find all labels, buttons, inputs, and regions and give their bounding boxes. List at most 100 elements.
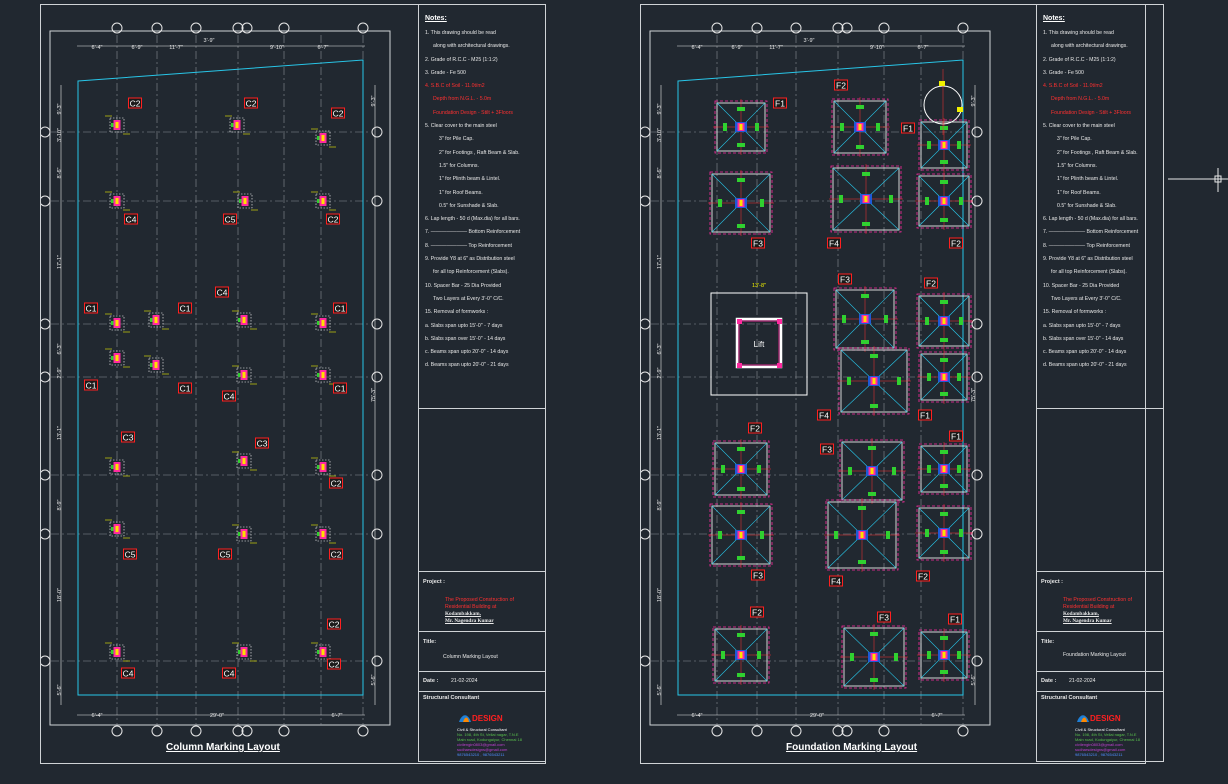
note-line: 10. Spacer Bar - 25 Dia Provided <box>1043 282 1120 289</box>
mark-label-box <box>751 569 765 581</box>
note-line: 5. Clear cover to the main steel <box>1043 123 1115 130</box>
grid-bubble <box>371 371 383 383</box>
bar-mark <box>839 195 843 203</box>
bar-mark <box>848 467 852 475</box>
project-label: Project : <box>1041 579 1064 585</box>
dimension-text: 9'-3" <box>57 103 63 114</box>
plot-boundary <box>77 59 364 696</box>
column-core-inner <box>739 200 743 206</box>
bar-mark <box>760 199 764 207</box>
mark-label-text: C2 <box>130 99 141 109</box>
foundation-caption: Foundation Marking Layout <box>786 742 918 753</box>
column-core-inner <box>942 530 946 536</box>
mark-label-text: F2 <box>836 81 846 91</box>
grid-bubble <box>971 528 983 540</box>
mark-label-box <box>838 273 852 285</box>
lift-shaft-inner <box>738 320 780 366</box>
note-line: b. Slabs span over 15'-0" - 14 days <box>425 335 506 342</box>
mark-label-text: F2 <box>926 279 936 289</box>
bar-mark <box>721 651 725 659</box>
bar-mark <box>940 180 948 184</box>
bar-mark <box>940 300 948 304</box>
column-core-inner <box>235 122 239 128</box>
bar-mark <box>111 650 114 654</box>
bar-mark <box>111 465 114 469</box>
grid-bubble <box>971 318 983 330</box>
project-place: Kodambakkam, <box>445 611 481 617</box>
lift-dimension: 13'-8" <box>752 283 766 289</box>
mark-label-text: F1 <box>920 411 930 421</box>
mark-label-text: F3 <box>753 239 763 249</box>
note-line: 6. Lap length - 50 d (Max.dia) for all b… <box>425 216 520 223</box>
grid-bubble <box>832 725 844 737</box>
bar-mark <box>927 651 931 659</box>
column-core-inner <box>115 320 119 326</box>
column-outline <box>237 193 253 209</box>
bar-mark <box>861 340 869 344</box>
note-line: 2. Grade of R.C.C - M25 (1:1:2) <box>1043 56 1116 63</box>
dimension-text: 9'-10" <box>270 45 284 51</box>
bar-mark <box>940 358 948 362</box>
bar-mark <box>940 450 948 454</box>
mark-label: C2 <box>329 548 343 560</box>
note-line: 2. Grade of R.C.C - M25 (1:1:2) <box>425 56 498 63</box>
bar-mark <box>927 373 931 381</box>
mark-label: C4 <box>222 667 236 679</box>
column-symbol <box>233 191 258 211</box>
bar-mark <box>940 338 948 342</box>
dimension-text: 3'-10" <box>57 128 63 142</box>
mark-label: F3 <box>838 273 852 285</box>
mark-label: C2 <box>128 97 142 109</box>
mark-label-box <box>329 548 343 560</box>
note-line: Two Layers at Every 3'-0" C/C. <box>433 295 504 302</box>
mark-label-box <box>829 575 843 587</box>
bar-mark <box>737 107 745 111</box>
mark-label-text: F3 <box>753 571 763 581</box>
bar-mark <box>150 363 153 367</box>
column-outline <box>109 193 125 209</box>
well-mark <box>957 107 963 112</box>
footing <box>837 346 911 416</box>
grid-bubble <box>641 528 651 540</box>
mark-label-text: C2 <box>329 620 340 630</box>
dimension-text: 6'-4" <box>92 713 103 719</box>
column-outline <box>229 117 245 133</box>
bar-mark <box>718 531 722 539</box>
note-line: d. Beams span upto 20'-0" - 21 days <box>425 362 509 369</box>
bar-mark <box>847 377 851 385</box>
mark-label-text: C2 <box>331 550 342 560</box>
dimension-text: 75'-3" <box>971 388 977 402</box>
mark-label-text: C2 <box>246 99 257 109</box>
mark-label: F2 <box>924 277 938 289</box>
grid-bubble <box>41 371 51 383</box>
dimension-text: 5'-6" <box>371 674 377 685</box>
bar-mark <box>737 224 745 228</box>
dimension-text: 18'-0" <box>57 588 63 602</box>
mark-label-box <box>327 658 341 670</box>
blank-panel <box>419 409 545 572</box>
project-panel: Project : The Proposed Construction of R… <box>419 571 545 632</box>
mark-label: C2 <box>327 658 341 670</box>
bar-mark <box>876 123 880 131</box>
mark-label: C1 <box>333 302 347 314</box>
mark-label: C2 <box>327 618 341 630</box>
bar-mark <box>856 105 864 109</box>
bar-mark <box>940 670 948 674</box>
note-line: Foundation Design - Stilt + 3Floors <box>1051 109 1132 116</box>
grid-bubble <box>641 195 651 207</box>
dimension-text: 13'-1" <box>57 426 63 440</box>
bar-mark <box>957 141 961 149</box>
mark-label-text: F4 <box>819 411 829 421</box>
mark-label-text: F1 <box>951 432 961 442</box>
dimension-text: 5'-6" <box>971 674 977 685</box>
date-label: Date : <box>1041 678 1057 684</box>
note-line: 1.5" for Columns. <box>1057 162 1097 169</box>
bar-mark <box>723 123 727 131</box>
footing <box>917 350 971 404</box>
mark-label: F4 <box>829 575 843 587</box>
note-line: c. Beams span upto 20'-0" - 14 days <box>425 349 509 356</box>
mark-label: C1 <box>84 302 98 314</box>
date-value: 21-02-2024 <box>451 678 478 684</box>
